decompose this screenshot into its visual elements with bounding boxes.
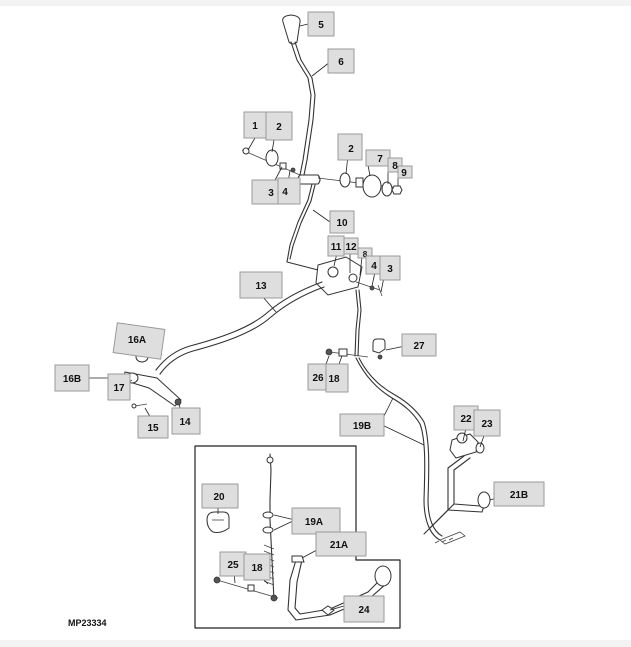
svg-text:16A: 16A (128, 335, 146, 346)
callout-16b: 16B (54, 364, 90, 392)
callout-5: 5 (307, 11, 335, 37)
svg-text:6: 6 (338, 57, 344, 68)
brake-cable-19b (355, 357, 466, 545)
callout-19a: 19A (291, 507, 341, 535)
svg-text:2: 2 (348, 144, 354, 155)
callout-7: 7 (365, 149, 391, 167)
svg-text:8: 8 (363, 250, 368, 259)
svg-text:26: 26 (312, 373, 324, 384)
callout-8-lower: 8 (357, 247, 373, 259)
svg-text:13: 13 (255, 281, 267, 292)
svg-text:15: 15 (147, 423, 159, 434)
svg-text:14: 14 (179, 417, 191, 428)
callout-10: 10 (329, 210, 355, 234)
svg-text:19B: 19B (353, 421, 371, 432)
svg-text:10: 10 (336, 218, 348, 229)
svg-text:21A: 21A (330, 540, 348, 551)
callout-14: 14 (171, 407, 201, 435)
callout-11: 11 (327, 235, 345, 257)
callout-21a: 21A (315, 531, 367, 557)
callout-23: 23 (473, 409, 501, 437)
callout-9: 9 (397, 165, 413, 179)
callout-21b: 21B (493, 481, 545, 507)
svg-text:2: 2 (276, 122, 282, 133)
callout-20: 20 (201, 483, 239, 509)
svg-text:8: 8 (392, 161, 398, 172)
svg-text:20: 20 (213, 492, 225, 503)
svg-text:1: 1 (252, 121, 258, 132)
svg-text:25: 25 (227, 560, 239, 571)
callout-26: 26 (307, 363, 329, 391)
inset-bolt-25 (213, 576, 279, 599)
control-rod-10 (286, 183, 319, 271)
callout-1: 1 (243, 111, 267, 139)
brake-pedal-21b (423, 432, 491, 535)
lever-pivot-hardware-left (241, 147, 301, 176)
callout-4-upper: 4 (277, 177, 301, 205)
callout-17: 17 (107, 373, 131, 401)
svg-text:22: 22 (460, 414, 472, 425)
control-cable-13 (155, 281, 325, 375)
pedal-rod-18 (325, 289, 386, 360)
callout-3-lower: 3 (379, 255, 401, 281)
callout-2-upper-right: 2 (337, 133, 363, 161)
callout-18-main: 18 (325, 363, 349, 393)
svg-text:12: 12 (345, 242, 357, 253)
inset-spring-rod (262, 453, 278, 602)
callout-13: 13 (239, 271, 283, 299)
svg-text:18: 18 (251, 563, 263, 574)
bellcrank-bracket (315, 256, 383, 297)
callout-24: 24 (343, 595, 385, 623)
svg-text:23: 23 (481, 419, 493, 430)
shift-lever (290, 41, 321, 185)
svg-text:16B: 16B (63, 374, 81, 385)
callout-18-inset: 18 (243, 553, 271, 581)
callout-12: 12 (343, 237, 359, 255)
callout-19b: 19B (339, 413, 385, 437)
callout-27: 27 (401, 333, 437, 357)
svg-text:9: 9 (401, 168, 407, 179)
svg-text:3: 3 (268, 188, 274, 199)
shift-lever-knob (282, 14, 301, 45)
callout-6: 6 (327, 48, 355, 74)
svg-text:4: 4 (371, 261, 377, 272)
svg-text:27: 27 (413, 341, 425, 352)
svg-text:24: 24 (358, 605, 370, 616)
svg-text:19A: 19A (305, 517, 323, 528)
callout-16a: 16A (112, 322, 166, 360)
callout-2-upper-left: 2 (265, 111, 293, 141)
svg-text:7: 7 (377, 154, 383, 165)
svg-text:3: 3 (387, 264, 393, 275)
svg-text:18: 18 (328, 374, 340, 385)
svg-text:21B: 21B (510, 490, 528, 501)
callout-15: 15 (137, 415, 169, 439)
lever-pivot-hardware-right (317, 172, 403, 198)
figure-id: MP23334 (68, 618, 107, 628)
inset-detail-box (194, 445, 401, 629)
svg-text:4: 4 (282, 187, 288, 198)
svg-text:5: 5 (318, 20, 324, 31)
top-margin-band (0, 0, 631, 6)
callout-3-upper: 3 (251, 179, 279, 205)
callout-25: 25 (219, 551, 247, 577)
inset-clip-20 (206, 511, 230, 533)
svg-text:11: 11 (331, 242, 342, 253)
bottom-margin-band (0, 640, 631, 647)
svg-text:17: 17 (113, 383, 125, 394)
